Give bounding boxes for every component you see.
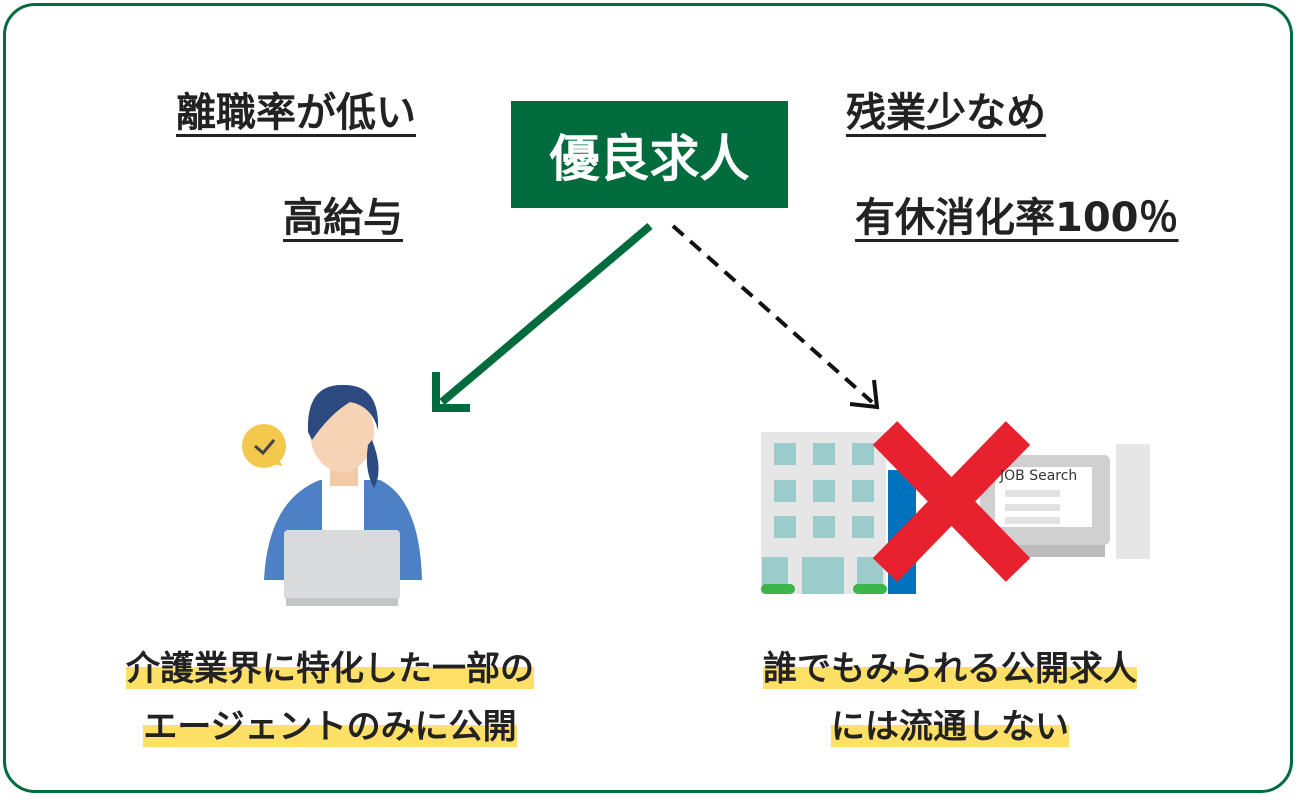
check-bubble-icon <box>242 424 286 468</box>
woman-illustration <box>242 384 422 606</box>
feature-paid-leave: 有休消化率100％ <box>855 195 1179 241</box>
right-caption: 誰でもみられる公開求人 には流通しない <box>660 640 1240 756</box>
feature-low-turnover: 離職率が低い <box>176 90 416 136</box>
title-box: 優良求人 <box>511 101 788 208</box>
frame-border <box>3 3 1293 793</box>
green-arrow <box>432 222 653 412</box>
job-search-screen-text: JOB Search <box>1000 468 1078 484</box>
left-caption-line1: 介護業界に特化した一部の <box>126 649 534 689</box>
building-illustration <box>761 432 916 594</box>
red-x-icon <box>872 421 1031 582</box>
feature-less-overtime: 残業少なめ <box>846 90 1046 136</box>
left-caption: 介護業界に特化した一部の エージェントのみに公開 <box>40 640 620 756</box>
dashed-arrow <box>671 224 880 410</box>
computer-illustration <box>980 444 1150 559</box>
right-caption-line1: 誰でもみられる公開求人 <box>763 649 1137 689</box>
left-caption-line2: エージェントのみに公開 <box>143 707 517 747</box>
right-caption-line2: には流通しない <box>831 707 1069 747</box>
feature-high-salary: 高給与 <box>283 195 403 241</box>
